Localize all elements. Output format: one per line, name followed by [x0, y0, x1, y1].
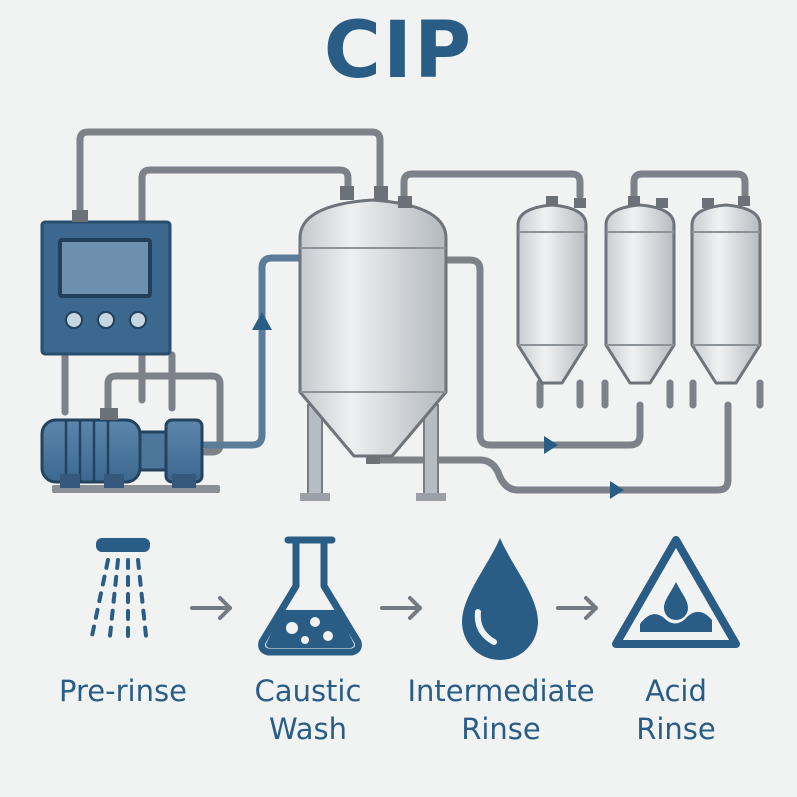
step-label-caustic-wash: Caustic Wash — [254, 674, 362, 746]
pipe-silo2-silo3 — [630, 170, 749, 200]
main-tank — [298, 186, 448, 501]
pipe-pump-loop — [104, 372, 224, 456]
piping — [61, 128, 764, 494]
pipe-bottom-return — [368, 401, 732, 494]
flask-icon — [258, 536, 362, 656]
storage-silos — [516, 196, 762, 385]
arrow-up-icon — [252, 312, 272, 330]
acid-warning-icon — [612, 536, 740, 648]
step-label-pre-rinse: Pre-rinse — [59, 674, 187, 708]
silo-1 — [516, 196, 588, 385]
control-panel — [40, 210, 172, 356]
pipe-supply-line — [201, 254, 306, 449]
pipe-top-inner — [138, 166, 352, 404]
diagram-title: CIP — [323, 6, 474, 96]
silo-3 — [690, 196, 762, 385]
pump-motor — [40, 408, 220, 493]
spray-nozzle-icon — [90, 538, 150, 638]
arrow-right-icon-2 — [610, 481, 624, 499]
pipe-tank-return — [441, 256, 644, 449]
silo-2 — [604, 196, 676, 385]
water-drop-icon — [462, 538, 538, 660]
step-label-acid-rinse: Acid Rinse — [636, 674, 716, 746]
arrow-right-icon-step1 — [190, 596, 232, 620]
pipe-top-outer — [76, 128, 384, 222]
step-arrows — [190, 596, 598, 620]
arrow-right-icon-step3 — [556, 596, 598, 620]
step-label-intermediate-rinse: Intermediate Rinse — [407, 674, 595, 746]
arrow-right-icon — [544, 436, 558, 454]
arrow-right-icon-step2 — [380, 596, 422, 620]
pipe-tank-silo1 — [400, 170, 584, 202]
